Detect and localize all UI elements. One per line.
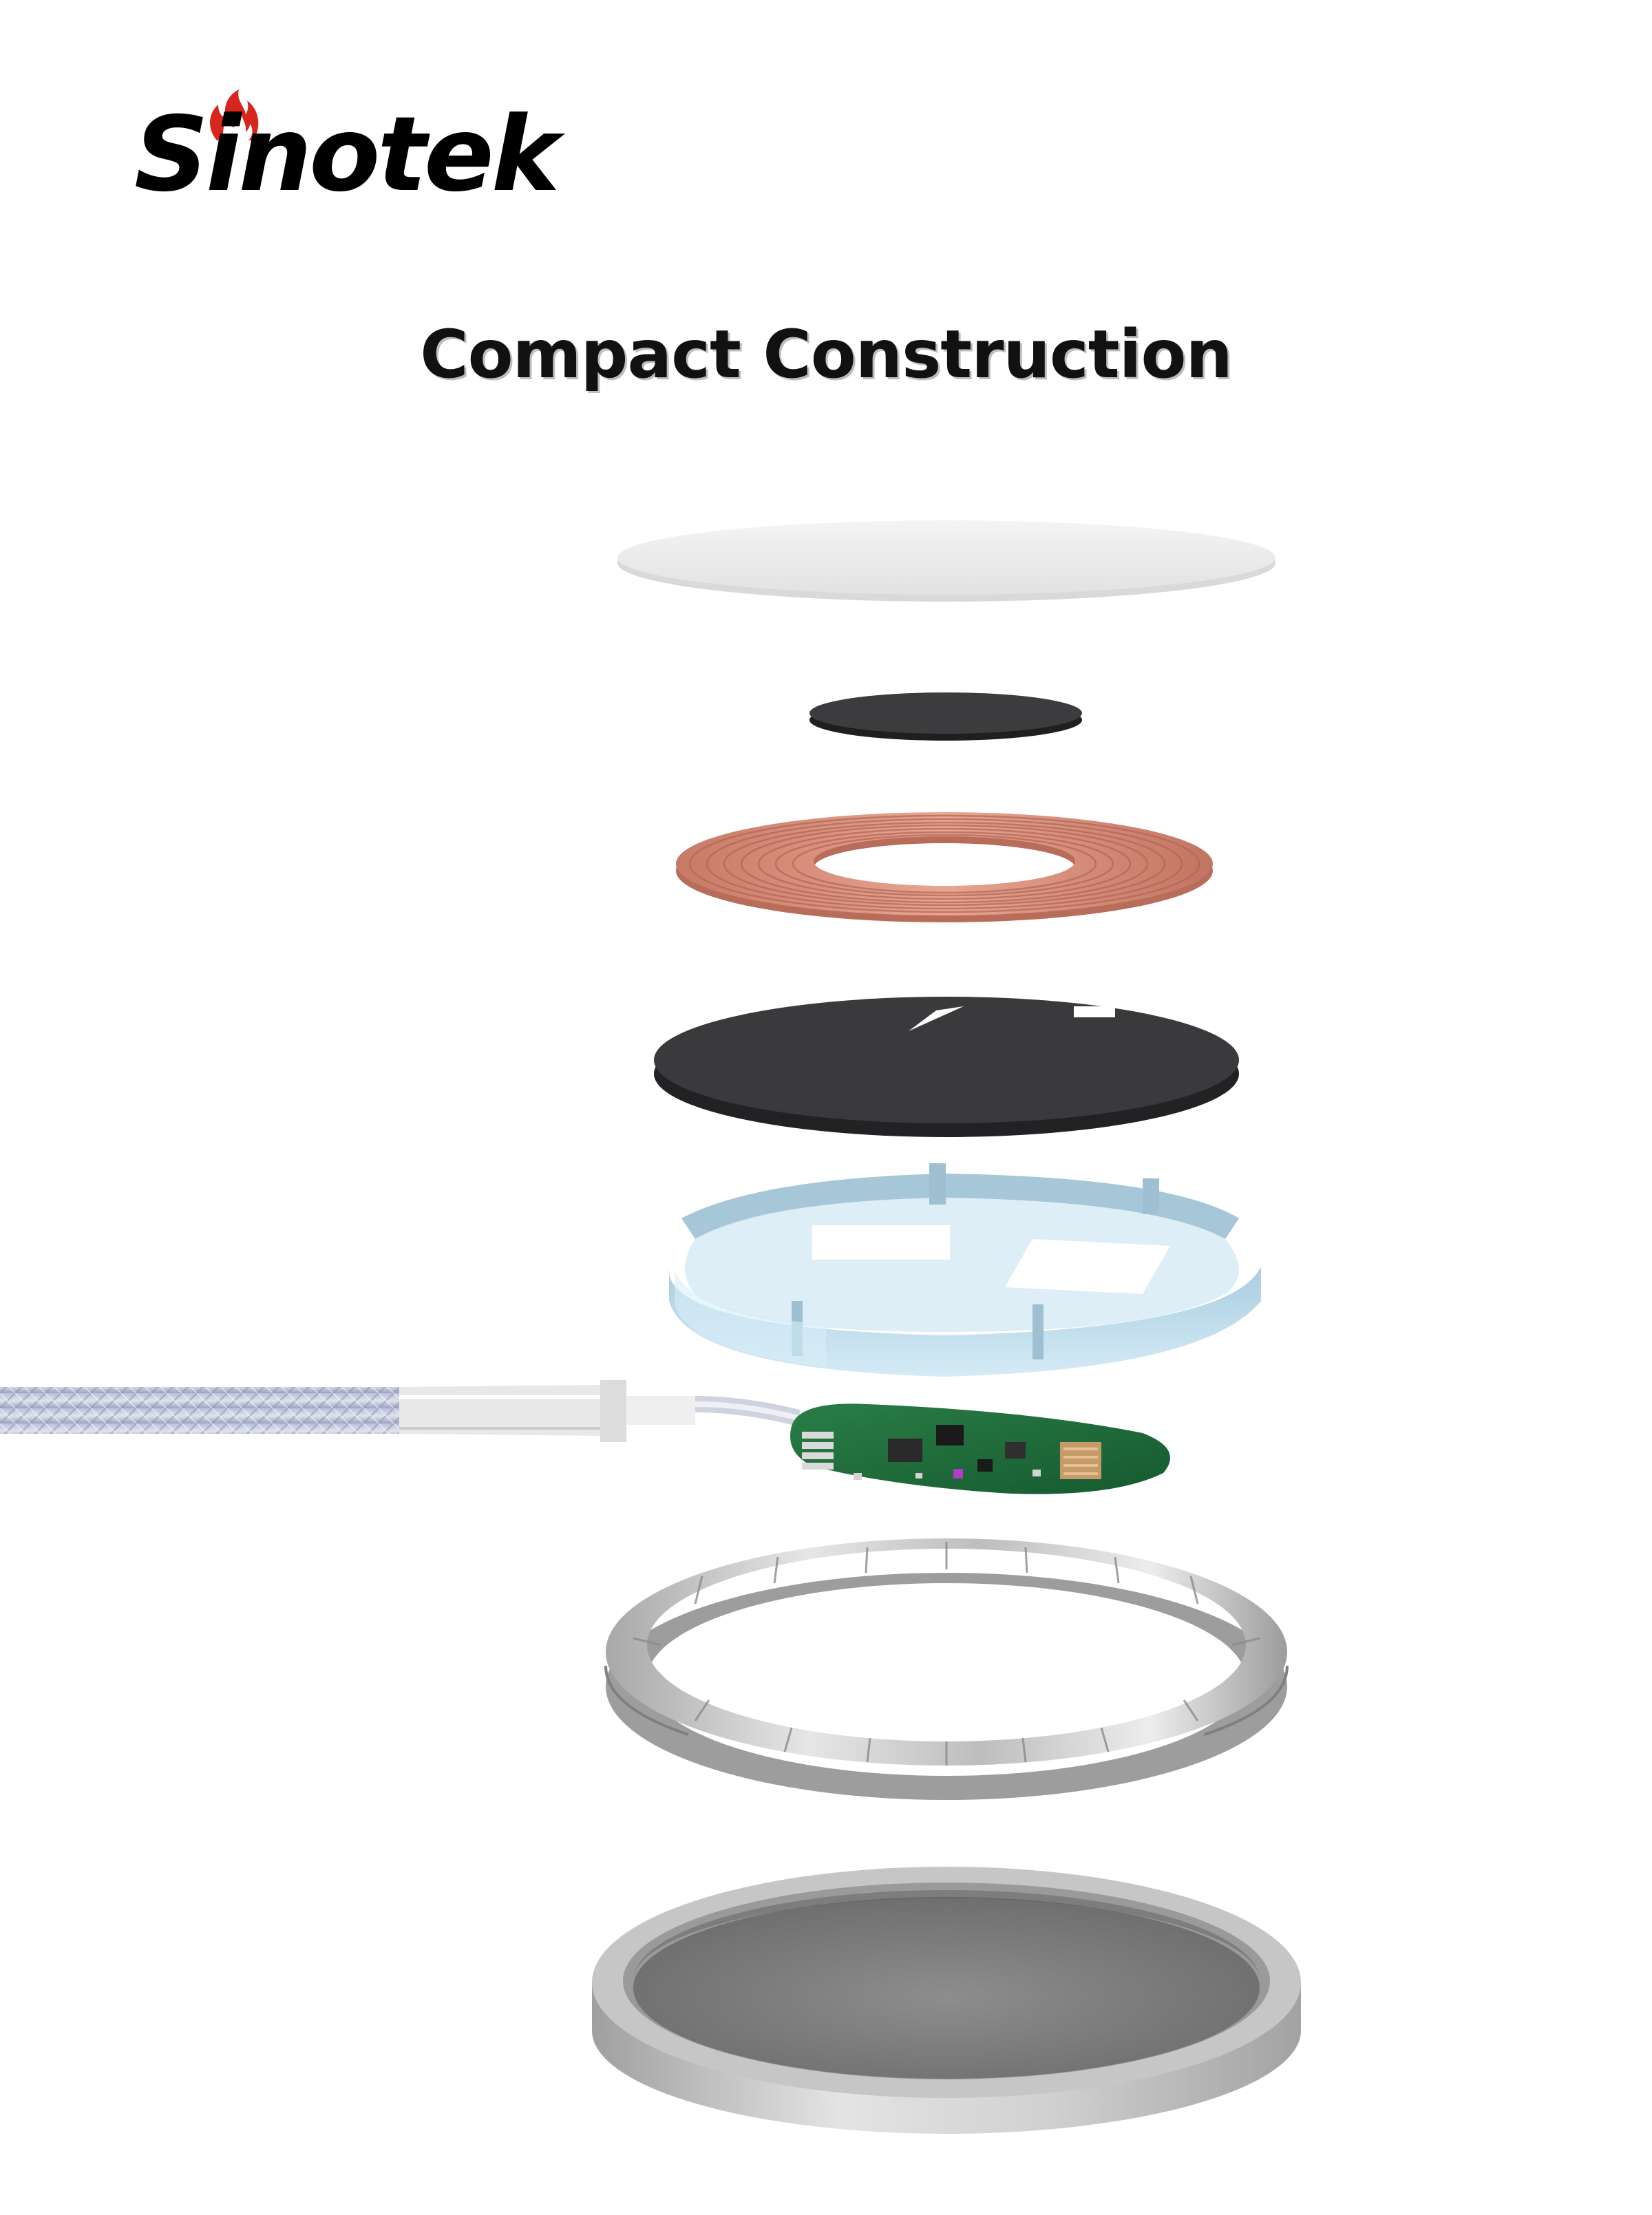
brand-logo: Sinotek: [134, 89, 561, 215]
aluminum-base-shell: [592, 1867, 1301, 2134]
small-black-disc: [809, 692, 1082, 741]
copper-coil: [675, 812, 1213, 923]
ferrite-shield-disc: [654, 997, 1239, 1137]
brand-wordmark: Sinotek: [134, 95, 560, 215]
blue-bracket-frame: [668, 1163, 1261, 1377]
page-title: Compact Construction: [420, 316, 1233, 393]
top-cover-layer: [617, 520, 1275, 602]
magnet-ring: [604, 1538, 1289, 1800]
flame-icon: [210, 89, 259, 140]
pcb-with-cable: [0, 1380, 1170, 1494]
